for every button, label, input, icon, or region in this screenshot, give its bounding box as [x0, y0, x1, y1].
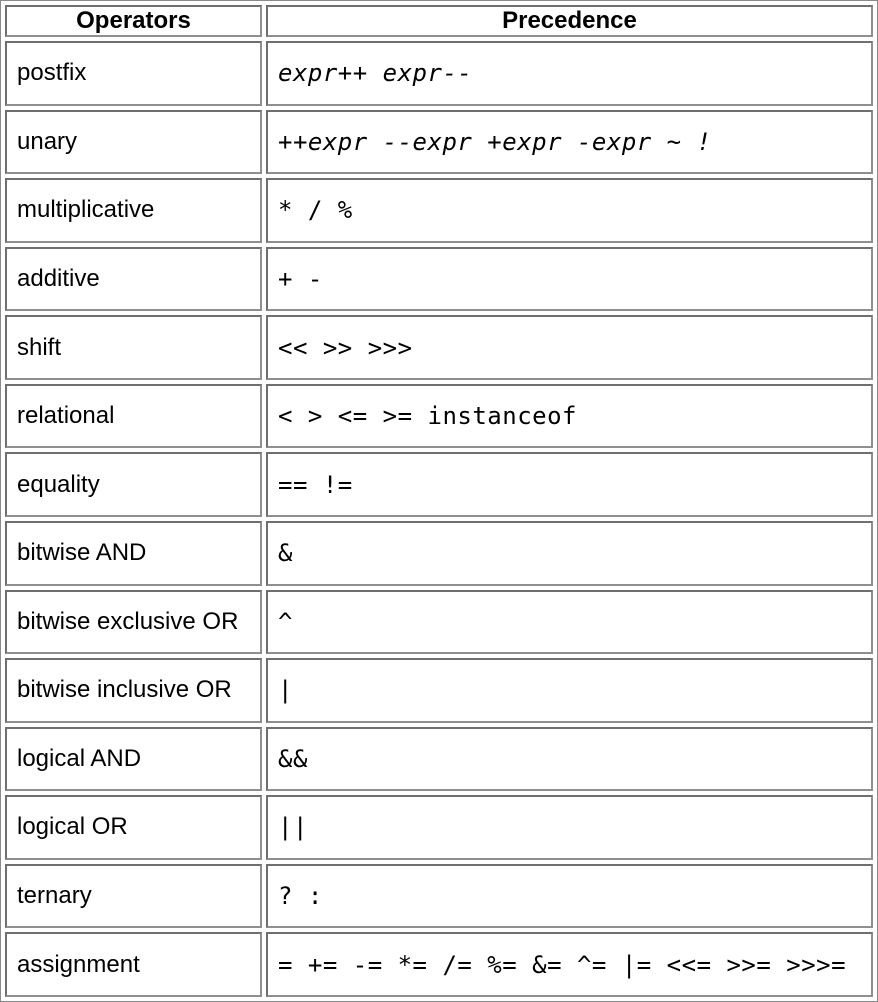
operator-cell: additive: [5, 246, 262, 312]
precedence-cell: == !=: [266, 452, 873, 517]
operator-cell: unary: [5, 109, 262, 175]
table-row: equality == !=: [5, 452, 873, 517]
precedence-cell: &: [266, 520, 873, 586]
operator-cell: relational: [5, 383, 262, 449]
precedence-cell: << >> >>>: [266, 315, 873, 380]
table-row: assignment = += -= *= /= %= &= ^= |= <<=…: [5, 932, 873, 997]
operator-cell: bitwise AND: [5, 520, 262, 586]
column-header-operators: Operators: [5, 5, 262, 37]
column-header-precedence: Precedence: [266, 5, 873, 37]
operator-cell: bitwise inclusive OR: [5, 658, 262, 723]
precedence-cell: ? :: [266, 863, 873, 929]
table-row: bitwise inclusive OR |: [5, 658, 873, 723]
table-row: shift << >> >>>: [5, 315, 873, 380]
table-row: relational < > <= >= instanceof: [5, 383, 873, 449]
precedence-cell: expr++ expr--: [266, 41, 873, 106]
precedence-cell: ++expr --expr +expr -expr ~ !: [266, 109, 873, 175]
table-row: bitwise AND &: [5, 520, 873, 586]
table-header-row: Operators Precedence: [5, 5, 873, 37]
table-row: postfix expr++ expr--: [5, 41, 873, 106]
table-row: additive + -: [5, 246, 873, 312]
precedence-cell: = += -= *= /= %= &= ^= |= <<= >>= >>>=: [266, 932, 873, 997]
precedence-cell: ||: [266, 795, 873, 860]
table-row: logical AND &&: [5, 726, 873, 792]
operator-cell: equality: [5, 452, 262, 517]
precedence-cell: &&: [266, 726, 873, 792]
operator-cell: multiplicative: [5, 178, 262, 243]
precedence-cell: ^: [266, 589, 873, 655]
operator-cell: logical OR: [5, 795, 262, 860]
precedence-cell: * / %: [266, 178, 873, 243]
operator-cell: ternary: [5, 863, 262, 929]
precedence-cell: + -: [266, 246, 873, 312]
table-row: unary ++expr --expr +expr -expr ~ !: [5, 109, 873, 175]
table-row: bitwise exclusive OR ^: [5, 589, 873, 655]
operator-cell: bitwise exclusive OR: [5, 589, 262, 655]
operator-cell: postfix: [5, 41, 262, 106]
operator-cell: logical AND: [5, 726, 262, 792]
precedence-cell: < > <= >= instanceof: [266, 383, 873, 449]
precedence-cell: |: [266, 658, 873, 723]
table-row: logical OR ||: [5, 795, 873, 860]
operator-cell: assignment: [5, 932, 262, 997]
operator-cell: shift: [5, 315, 262, 380]
table-row: multiplicative * / %: [5, 178, 873, 243]
table-row: ternary ? :: [5, 863, 873, 929]
